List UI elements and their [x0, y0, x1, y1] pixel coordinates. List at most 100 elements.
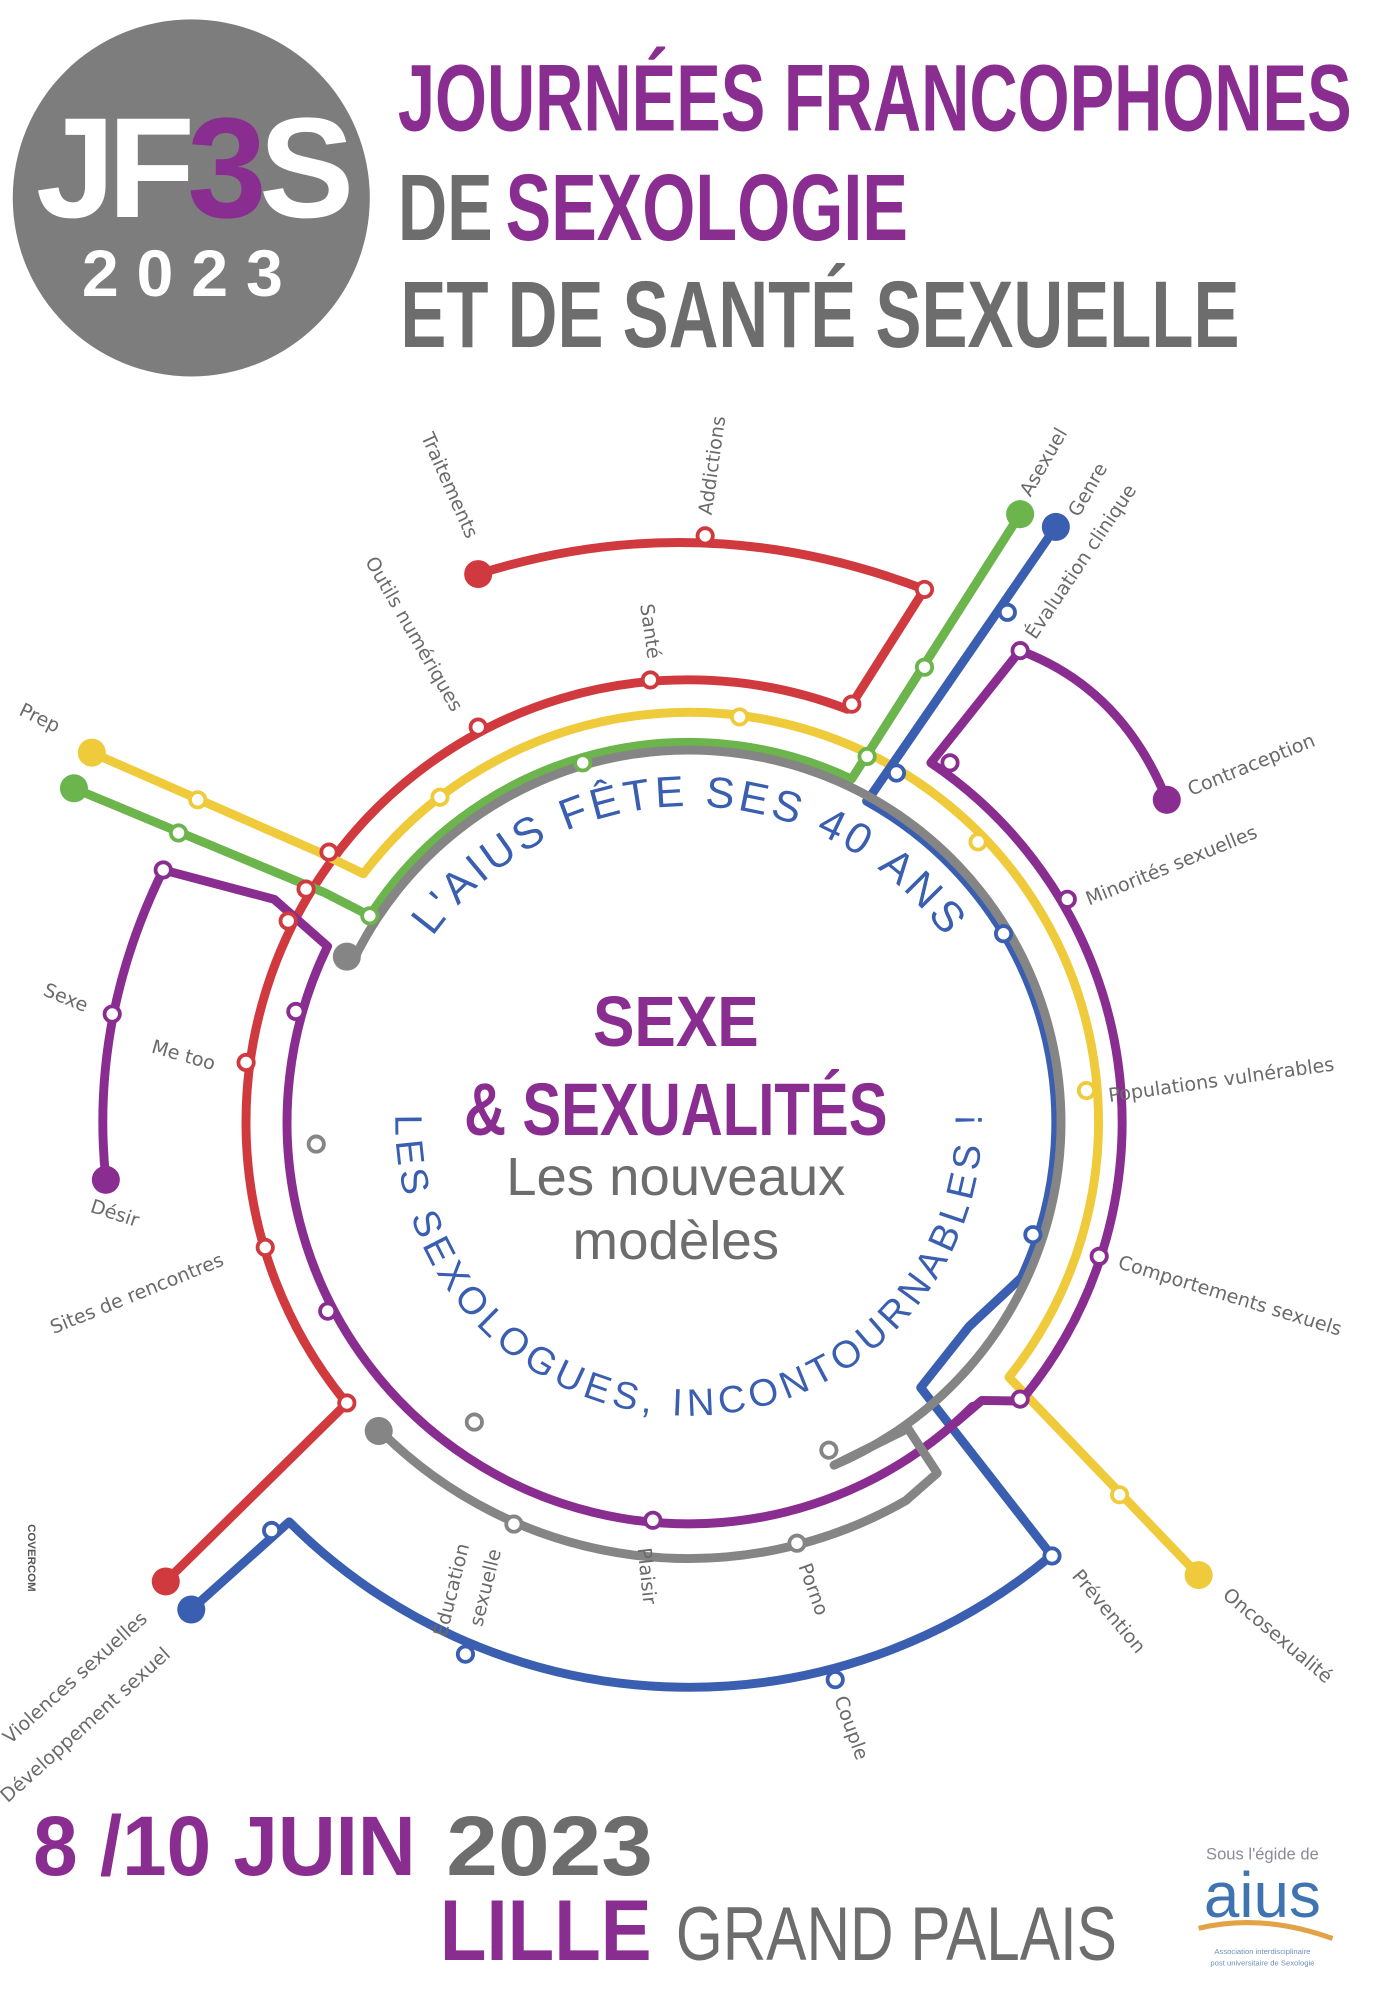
- station-education-1: Éducation: [429, 1541, 474, 1639]
- center-title-2: & SEXUALITÉS: [464, 1068, 887, 1151]
- event-dates: 8 /10 JUIN: [33, 1799, 416, 1893]
- station-dot: [337, 1393, 357, 1413]
- terminus-dot: [59, 774, 88, 803]
- station-porno: Porno: [794, 1560, 834, 1618]
- event-city: LILLE: [440, 1883, 652, 1979]
- station-dot: [643, 1510, 663, 1530]
- green-line: [69, 509, 1025, 921]
- center-subtitle-1: Les nouveaux: [506, 1148, 845, 1207]
- station-dot: [153, 860, 173, 880]
- ring-text-bottom-letter: I: [671, 1381, 683, 1424]
- logo-letters-jf: JF: [36, 89, 190, 248]
- ring-text-top-letter: E: [735, 772, 773, 825]
- ring-text-bottom-letter: ,: [639, 1378, 656, 1422]
- station-couple: Couple: [829, 1693, 873, 1763]
- ring-text-bottom-letter: S: [944, 1142, 990, 1173]
- terminus-dot: [332, 942, 361, 971]
- station-dot: [1010, 641, 1030, 661]
- metro-lines: [69, 509, 1204, 1692]
- station-dot: [886, 763, 907, 783]
- center-title-1: SEXE: [593, 982, 759, 1062]
- station-dot: [695, 526, 715, 546]
- terminus-dot: [91, 1165, 120, 1194]
- station-dot: [819, 1440, 839, 1460]
- aius-under: Sous l'égide de: [1206, 1844, 1319, 1863]
- station-dot: [640, 670, 660, 690]
- station-dot: [455, 1644, 475, 1664]
- aius-tagline-1: Association interdisciplinaire: [1214, 1947, 1310, 1956]
- ring-text-top-letter: [688, 768, 701, 816]
- station-dot: [857, 746, 877, 767]
- station-oncosexualite: Oncosexualité: [1218, 1583, 1337, 1688]
- station-dot: [1057, 889, 1077, 909]
- station-minorites: Minorités sexuelles: [1082, 820, 1260, 910]
- aius-tagline-2: post universitaire de Sexologie: [1210, 1958, 1314, 1967]
- station-dot: [504, 1514, 524, 1534]
- station-dot: [573, 753, 593, 773]
- station-dot: [318, 1301, 338, 1321]
- station-dot: [168, 823, 189, 843]
- center-subtitle-2: modèles: [573, 1212, 780, 1271]
- station-prevention: Prévention: [1067, 1565, 1150, 1658]
- terminus-dot: [1184, 1561, 1213, 1590]
- station-dot: [1010, 1389, 1030, 1409]
- station-dot: [842, 694, 862, 714]
- station-sexe: Sexe: [40, 978, 91, 1017]
- ring-text-bottom-letter: L: [386, 1114, 429, 1136]
- terminus-dot: [177, 1595, 206, 1624]
- ring-text-bottom-letter: [655, 1380, 670, 1424]
- terminus-dot: [364, 1416, 393, 1446]
- station-dot: [278, 911, 298, 931]
- station-traitements: Traitements: [416, 428, 483, 541]
- logo-letter-3: 3: [187, 89, 262, 248]
- station-dot: [914, 579, 935, 599]
- station-dot: [296, 879, 316, 899]
- station-comportements: Comportements sexuels: [1116, 1251, 1345, 1341]
- station-dot: [262, 1520, 282, 1541]
- ring-text-bottom-letter: C: [715, 1377, 749, 1424]
- station-dot: [102, 1004, 122, 1024]
- logo-letter-s: S: [259, 89, 349, 248]
- station-dot: [940, 753, 960, 773]
- station-prep: Prep: [16, 698, 64, 737]
- station-dot: [1110, 1485, 1130, 1505]
- station-contraception: Contraception: [1184, 729, 1318, 801]
- ring-text-top-letter: T: [620, 771, 654, 823]
- event-year: 2023: [446, 1799, 653, 1893]
- terminus-dot: [1041, 512, 1070, 541]
- purple-line: [98, 646, 1127, 1529]
- station-dot: [993, 924, 1014, 944]
- station-dots: [59, 500, 1213, 1690]
- station-dot: [730, 707, 750, 727]
- ring-text-top-letter: E: [654, 768, 686, 818]
- jf3s-logo: JF3S 2023: [12, 19, 370, 377]
- purple-branch: [1015, 646, 1172, 805]
- station-dot: [188, 790, 208, 810]
- station-dot: [825, 1670, 845, 1690]
- station-dot: [468, 717, 488, 737]
- aius-name: aius: [1204, 1859, 1321, 1931]
- station-sante: Santé: [635, 602, 665, 660]
- station-dot: [255, 1237, 275, 1257]
- station-dot: [319, 842, 339, 862]
- terminus-dot: [151, 1567, 180, 1596]
- aius-wave: [1198, 1920, 1334, 1941]
- logo-year: 2023: [82, 237, 301, 311]
- ring-text-top-letter: S: [704, 768, 737, 819]
- station-dot: [787, 1533, 807, 1553]
- red-line: [161, 538, 929, 1586]
- terminus-dot: [77, 738, 106, 767]
- station-dot: [997, 602, 1017, 622]
- station-desir: Désir: [88, 1195, 142, 1232]
- station-dot: [1076, 1080, 1097, 1101]
- station-dot: [360, 906, 380, 926]
- ring-text-bottom-letter: E: [387, 1137, 432, 1167]
- station-plaisir: Plaisir: [633, 1546, 662, 1605]
- title-line-1: JOURNÉES FRANCOPHONES: [398, 45, 1352, 150]
- aius-logo: Sous l'égide de aius Association interdi…: [1198, 1844, 1334, 1967]
- ring-text-bottom-letter: N: [686, 1381, 715, 1425]
- station-dot: [1089, 1246, 1109, 1266]
- ring-text-bottom-letter: !: [948, 1114, 991, 1125]
- station-dot: [236, 1052, 256, 1073]
